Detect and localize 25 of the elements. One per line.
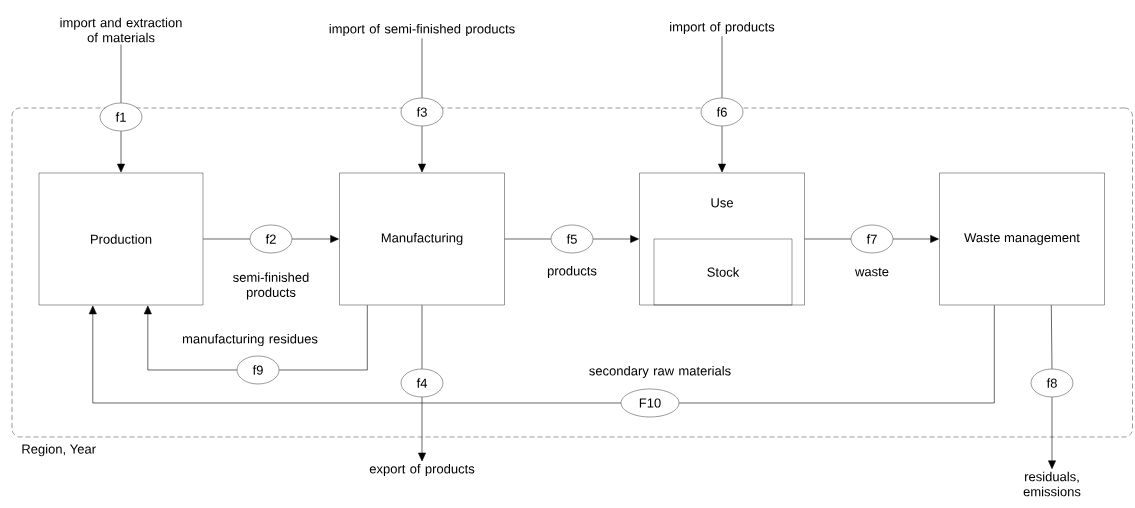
flow-label: manufacturing residues (182, 333, 318, 347)
flow-arrow (1048, 396, 1056, 470)
flow-text: import and extraction of materials (60, 17, 182, 43)
flow-arrow (418, 125, 426, 173)
flow-arrow (592, 235, 639, 243)
flow-label: secondary raw materials (589, 365, 731, 379)
flow-arrow (88, 305, 622, 404)
flow-label: products (547, 265, 597, 279)
flow-text: import of semi-finished products (329, 23, 515, 37)
flow-text: residuals, emissions (1023, 471, 1081, 497)
flow-label: semi-finished products (233, 272, 309, 300)
flow-arrow (291, 235, 339, 243)
process-box: Production (38, 172, 204, 306)
flow-text: import of products (670, 21, 775, 35)
flow-arrow (718, 125, 726, 173)
node-label: Region, Year (22, 444, 96, 457)
flow-arrow (892, 235, 939, 243)
flow-arrow (117, 130, 125, 173)
flow-arrow (418, 396, 426, 462)
stock-box: Stock (653, 238, 793, 306)
process-box: Manufacturing (339, 172, 505, 306)
flow-text: export of products (369, 463, 475, 477)
flow-arrow (143, 305, 238, 371)
process-box: Waste management (939, 172, 1105, 306)
flow-label: waste (855, 267, 889, 277)
